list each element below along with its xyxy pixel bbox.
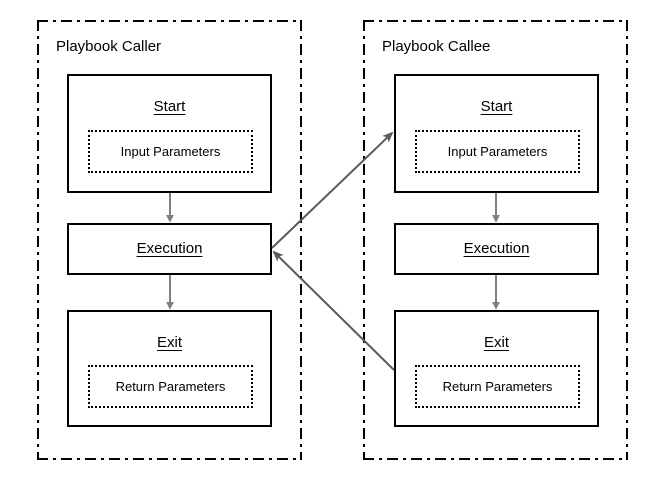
param-box-caller-input: Input Parameters <box>88 130 253 173</box>
param-box-callee-return-label: Return Parameters <box>442 379 553 394</box>
node-callee-start[interactable]: Start Input Parameters <box>394 74 599 193</box>
node-caller-start[interactable]: Start Input Parameters <box>67 74 272 193</box>
node-caller-execution[interactable]: Execution <box>67 223 272 275</box>
node-callee-execution[interactable]: Execution <box>394 223 599 275</box>
param-box-caller-input-label: Input Parameters <box>120 144 221 159</box>
node-caller-start-title: Start <box>69 98 270 115</box>
group-callee-title: Playbook Callee <box>382 38 491 55</box>
node-callee-start-title: Start <box>396 98 597 115</box>
group-caller-title: Playbook Caller <box>56 38 162 55</box>
param-box-callee-return: Return Parameters <box>415 365 580 408</box>
node-callee-exit[interactable]: Exit Return Parameters <box>394 310 599 427</box>
node-caller-execution-title: Execution <box>69 240 270 257</box>
param-box-callee-input-label: Input Parameters <box>447 144 548 159</box>
node-callee-exit-title-text: Exit <box>483 334 509 351</box>
node-callee-execution-title-text: Execution <box>463 240 530 257</box>
node-caller-exit[interactable]: Exit Return Parameters <box>67 310 272 427</box>
node-callee-start-title-text: Start <box>480 98 513 115</box>
node-caller-execution-title-text: Execution <box>136 240 203 257</box>
param-box-caller-return-label: Return Parameters <box>115 379 226 394</box>
node-caller-exit-title-text: Exit <box>156 334 182 351</box>
node-callee-exit-title: Exit <box>396 334 597 351</box>
node-caller-start-title-text: Start <box>153 98 186 115</box>
param-box-callee-input: Input Parameters <box>415 130 580 173</box>
node-callee-execution-title: Execution <box>396 240 597 257</box>
node-caller-exit-title: Exit <box>69 334 270 351</box>
param-box-caller-return: Return Parameters <box>88 365 253 408</box>
